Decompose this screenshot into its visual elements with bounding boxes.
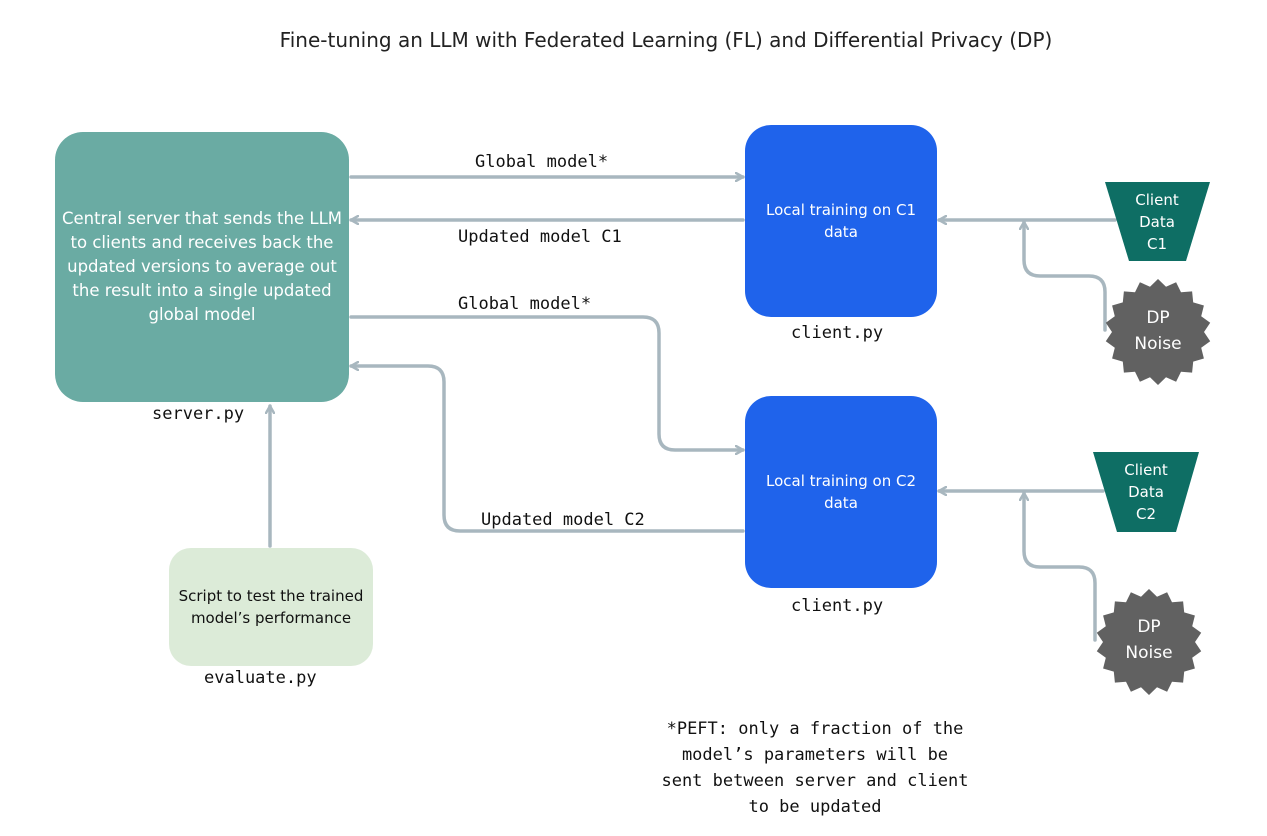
server-description: Central server that sends the LLM to cli… <box>61 209 343 324</box>
dp-noise-c2-shape <box>1096 589 1202 695</box>
arrow-noise-c2 <box>1024 491 1097 642</box>
client-c2: Local training on C2 data <box>745 396 937 588</box>
client-c1-description: Local training on C1 data <box>766 201 916 241</box>
client-data-c2-shape <box>1093 452 1199 532</box>
client-c1: Local training on C1 data <box>745 125 937 317</box>
arrow-noise-c1 <box>1024 220 1107 332</box>
evaluate-script: Script to test the trained model’s perfo… <box>169 548 373 666</box>
peft-footnote: *PEFT: only a fraction of the model’s pa… <box>661 719 969 817</box>
label-global-model-c2: Global model* <box>458 294 592 314</box>
arrow-global-model-c2 <box>349 315 745 450</box>
client-c2-description: Local training on C2 data <box>766 472 916 512</box>
evaluate-filename: evaluate.py <box>204 668 317 688</box>
client-data-c1-shape <box>1105 182 1210 261</box>
client-c1-filename: client.py <box>791 323 884 343</box>
diagram-title: Fine-tuning an LLM with Federated Learni… <box>279 28 1053 52</box>
evaluate-description: Script to test the trained model’s perfo… <box>178 587 364 627</box>
label-global-model-c1: Global model* <box>475 152 609 172</box>
label-updated-model-c2: Updated model C2 <box>481 510 645 530</box>
client-c2-filename: client.py <box>791 596 884 616</box>
dp-noise-c1-shape <box>1105 279 1211 385</box>
central-server: Central server that sends the LLM to cli… <box>55 132 349 402</box>
server-filename: server.py <box>152 404 245 424</box>
label-updated-model-c1: Updated model C1 <box>458 227 622 247</box>
arrow-updated-model-c2 <box>349 366 745 533</box>
